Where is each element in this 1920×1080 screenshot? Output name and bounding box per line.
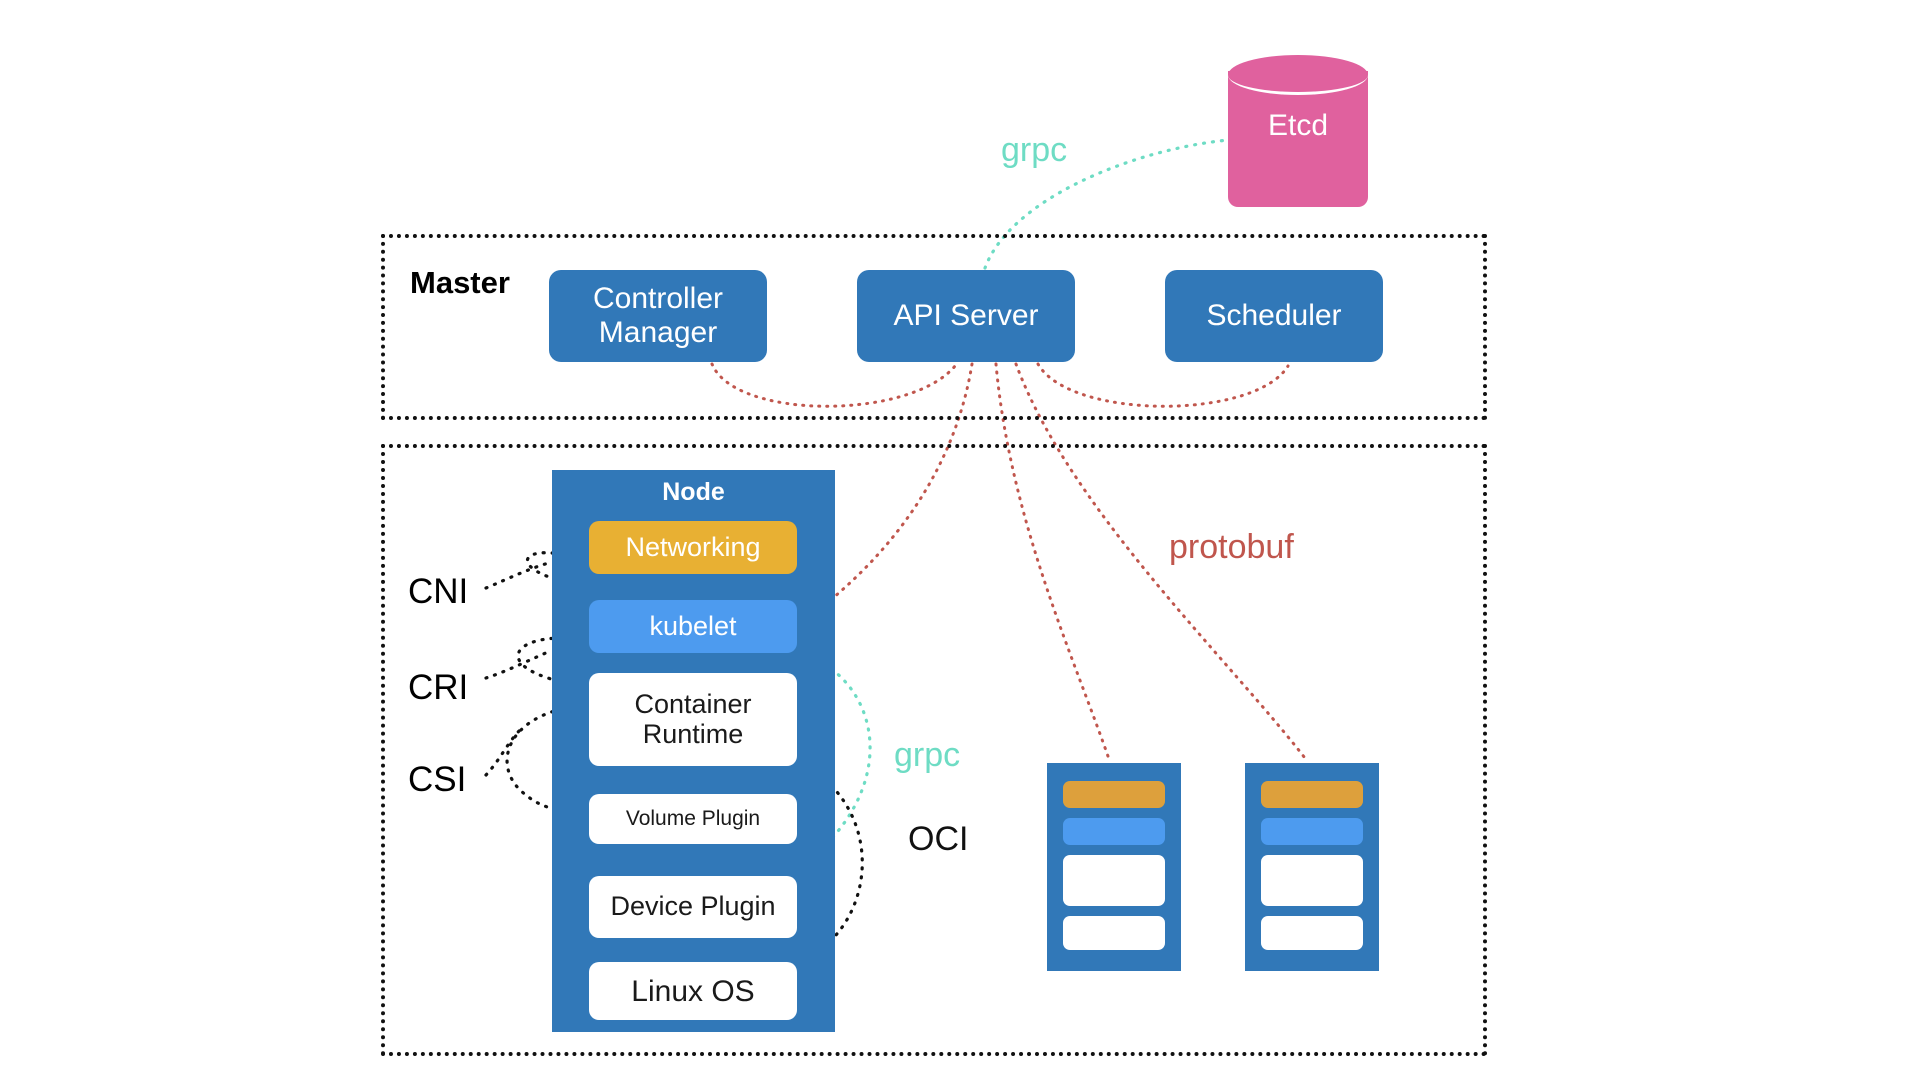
api-server-box[interactable]: API Server [857, 270, 1075, 362]
etcd-label: Etcd [1267, 109, 1329, 142]
protocol-label-grpc-etcd: grpc [1001, 131, 1068, 169]
etcd-cylinder[interactable]: Etcd [1228, 55, 1368, 207]
etcd-cylinder-top [1228, 55, 1368, 95]
node-item-networking[interactable]: Networking [589, 521, 797, 574]
interface-label-csi: CSI [408, 760, 467, 799]
pod-layer-os [1261, 916, 1363, 950]
interface-label-cni: CNI [408, 572, 469, 611]
node-item-kubelet[interactable]: kubelet [589, 600, 797, 653]
node-title: Node [662, 478, 725, 506]
node-boundary [381, 444, 1487, 1056]
pod-box[interactable] [1047, 763, 1181, 971]
node-item-linux-os[interactable]: Linux OS [589, 962, 797, 1020]
protocol-label-grpc-node: grpc [894, 736, 961, 774]
node-item-device-plugin[interactable]: Device Plugin [589, 876, 797, 938]
node-item-volume-plugin[interactable]: Volume Plugin [589, 794, 797, 844]
protocol-label-protobuf: protobuf [1169, 528, 1294, 566]
scheduler-box[interactable]: Scheduler [1165, 270, 1383, 362]
master-title: Master [410, 265, 510, 300]
protocol-label-oci: OCI [908, 820, 969, 858]
pod-layer-runtime [1063, 855, 1165, 906]
pod-layer-networking [1261, 781, 1363, 808]
master-boundary [381, 234, 1487, 420]
pod-layer-networking [1063, 781, 1165, 808]
pod-layer-kubelet [1261, 818, 1363, 845]
pod-layer-runtime [1261, 855, 1363, 906]
pod-layer-os [1063, 916, 1165, 950]
pod-layer-kubelet [1063, 818, 1165, 845]
interface-label-cri: CRI [408, 668, 469, 707]
pod-box[interactable] [1245, 763, 1379, 971]
